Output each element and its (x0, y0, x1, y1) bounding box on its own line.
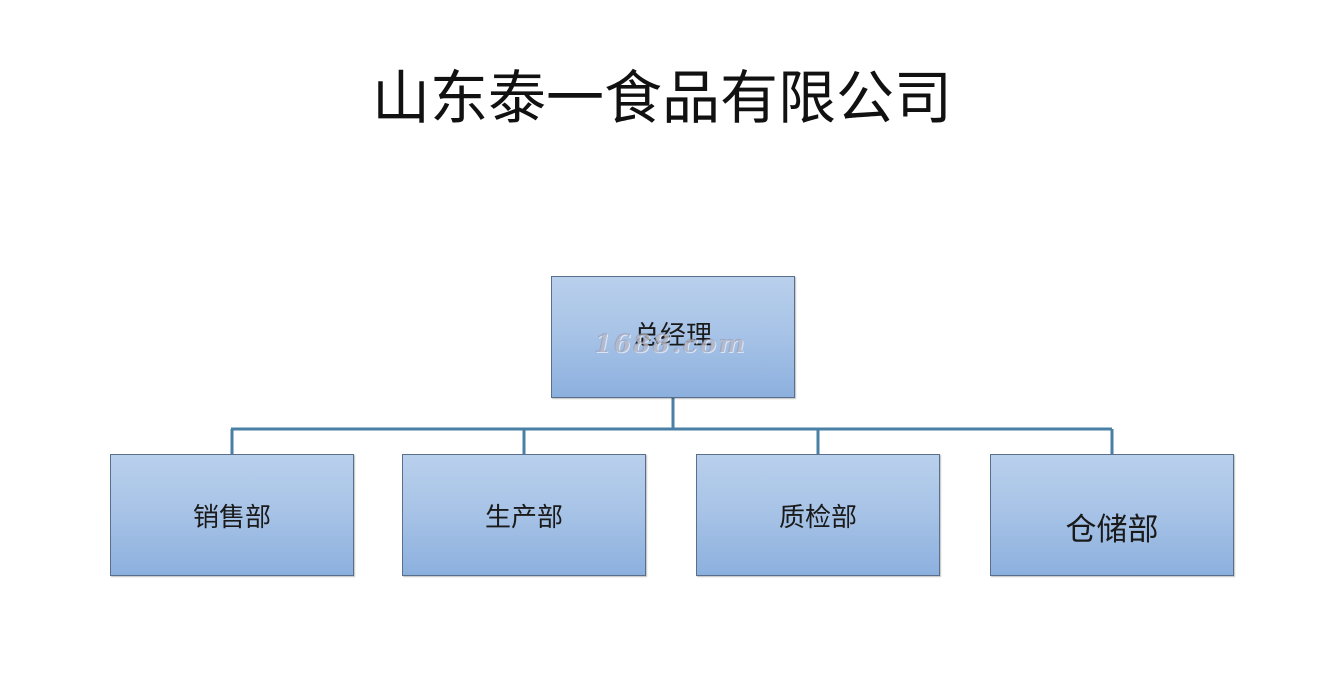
dept-label-qc: 质检部 (778, 502, 857, 533)
dept-label-sales: 销售部 (192, 502, 271, 533)
root-node-box: 总经理 (551, 276, 795, 398)
page-title: 山东泰一食品有限公司 (371, 64, 952, 132)
dept-node-qc: 质检部 (696, 454, 940, 576)
dept-node-warehouse: 仓储部 (990, 454, 1234, 576)
dept-label-production: 生产部 (484, 502, 563, 533)
dept-node-sales: 销售部 (110, 454, 354, 576)
dept-label-warehouse: 仓储部 (1065, 511, 1159, 548)
root-node-label: 总经理 (633, 320, 712, 351)
dept-node-production: 生产部 (402, 454, 646, 576)
